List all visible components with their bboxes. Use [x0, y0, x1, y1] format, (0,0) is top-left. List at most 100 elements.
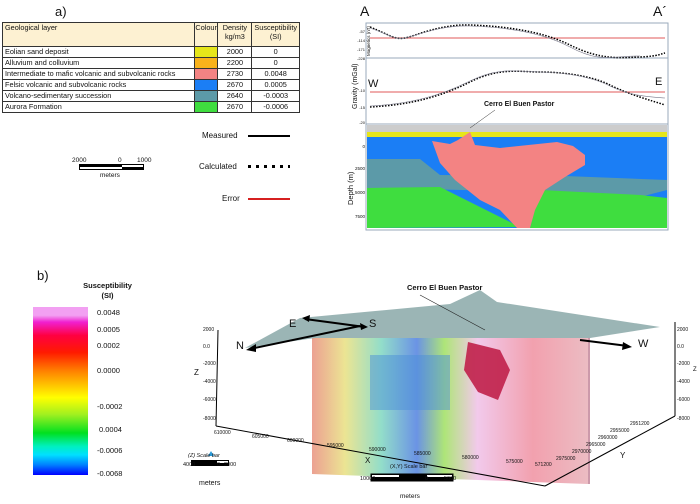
profile-start-label: A — [360, 3, 370, 19]
profile-model — [365, 22, 669, 231]
colour-swatch — [194, 57, 219, 69]
susceptibility-value: 0 — [251, 46, 300, 58]
east-label: E — [289, 318, 297, 330]
3d-model — [191, 290, 676, 487]
x-label: X — [365, 456, 371, 465]
y-axis — [544, 415, 676, 487]
table-row: Intermediate to mafic volcanic and subvo… — [1, 68, 300, 80]
z-scale-title: (Z) Scale bar — [188, 453, 220, 459]
legend-measured: Measured — [202, 131, 238, 140]
density-value: 2640 — [217, 90, 253, 102]
z-tick: 2000 — [203, 327, 215, 333]
density-value: 2670 — [217, 101, 253, 113]
layer-intermediate-mafic — [432, 132, 585, 228]
density-value: 2670 — [217, 79, 253, 91]
z-scale-bar — [191, 460, 229, 466]
calculated-line — [248, 165, 290, 168]
z-tick-right: 2000 — [677, 327, 689, 333]
z-tick: -8000 — [203, 416, 216, 422]
colour-swatch — [194, 46, 219, 58]
scale-bar — [79, 164, 144, 170]
susceptibility-value: 0.0048 — [251, 68, 300, 80]
measured-line — [248, 135, 290, 137]
xy-scale-unit: meters — [400, 493, 420, 500]
geology-table: Geological layer Colour Density kg/m3 Su… — [1, 22, 300, 113]
distance-ruler — [367, 125, 667, 132]
z-scale-left: 4000 — [183, 462, 196, 468]
layer-name: Volcano-sedimentary succession — [1, 90, 196, 102]
xy-scale-mid: 0 — [425, 476, 429, 482]
z-tick: -2000 — [203, 361, 216, 367]
y-tick: 2965000 — [586, 442, 606, 448]
x-tick: 590000 — [369, 447, 386, 453]
legend-error: Error — [222, 194, 240, 203]
susceptibility-value: 0.0005 — [251, 79, 300, 91]
layer-aurora-e — [530, 190, 667, 228]
table-row: Felsic volcanic and subvolcanic rocks 267… — [1, 79, 300, 91]
y-tick: 2951200 — [630, 421, 650, 427]
layer-name: Felsic volcanic and subvolcanic rocks — [1, 79, 196, 91]
panel-a-label: a) — [55, 4, 67, 19]
layer-name: Alluvium and colluvium — [1, 57, 196, 69]
layer-name: Aurora Formation — [1, 101, 196, 113]
model-annotation: Cerro El Buen Pastor — [407, 283, 483, 292]
density-value: 2200 — [217, 57, 253, 69]
colorbar-tick: 0.0005 — [97, 325, 120, 334]
x-tick: 610000 — [214, 430, 231, 436]
density-value: 2000 — [217, 46, 253, 58]
scale-mid: 0 — [118, 157, 122, 164]
colour-swatch — [194, 90, 219, 102]
panel-b-label: b) — [37, 268, 49, 283]
density-value: 2730 — [217, 68, 253, 80]
colorbar-tick: 0.0048 — [97, 308, 120, 317]
z-tick: -6000 — [203, 397, 216, 403]
magnetic-body — [464, 342, 510, 400]
x-tick: 595000 — [327, 443, 344, 449]
colorbar-tick: -0.0006 — [97, 446, 123, 455]
x-axis — [215, 425, 546, 487]
table-row: Aurora Formation 2670-0.0006 — [1, 101, 300, 113]
x-tick: 575000 — [506, 459, 523, 465]
x-tick: 605000 — [252, 434, 269, 440]
colorbar-title-2: (SI) — [101, 291, 114, 300]
scale-unit: meters — [100, 172, 120, 179]
profile-end-label: A´ — [653, 3, 667, 19]
legend-calculated: Calculated — [199, 162, 237, 171]
layer-aurora-w — [367, 187, 520, 228]
z-axis — [215, 329, 219, 427]
header-layer: Geological layer — [1, 22, 196, 47]
y-label: Y — [620, 451, 626, 460]
z-tick-right: -8000 — [677, 416, 690, 422]
colorbar-title-1: Susceptibility — [83, 281, 132, 290]
colour-swatch — [194, 79, 219, 91]
z-tick-right: 0.0 — [677, 344, 684, 350]
colour-swatch — [194, 101, 219, 113]
z-tick-right: -4000 — [677, 379, 690, 385]
header-colour: Colour — [194, 22, 219, 47]
susceptibility-value: 0 — [251, 57, 300, 69]
z-tick: 0.0 — [203, 344, 210, 350]
z-tick-right: -2000 — [677, 361, 690, 367]
xy-scale-bar — [370, 473, 454, 482]
susceptibility-value: -0.0006 — [251, 101, 300, 113]
colorbar-tick: -0.0068 — [97, 469, 123, 478]
xy-scale-title: (X,Y) Scale bar — [390, 464, 428, 470]
y-tick: 2960000 — [598, 435, 618, 441]
x-tick: 571200 — [535, 462, 552, 468]
xy-scale-left: 10000 — [360, 476, 376, 482]
header-density: Density kg/m3 — [217, 22, 253, 47]
header-susceptibility: Susceptibility (SI) — [251, 22, 300, 47]
z-tick: -4000 — [203, 379, 216, 385]
colorbar-tick: 0.0000 — [97, 366, 120, 375]
z-tick-right: -6000 — [677, 397, 690, 403]
layer-name: Intermediate to mafic volcanic and subvo… — [1, 68, 196, 80]
colorbar-tick: 0.0002 — [97, 341, 120, 350]
north-label: N — [236, 340, 244, 352]
colorbar-tick: 0.0004 — [99, 425, 122, 434]
scale-right: 1000 — [137, 157, 152, 164]
mag-measured — [369, 25, 641, 58]
layer-name: Eolian sand deposit — [1, 46, 196, 58]
